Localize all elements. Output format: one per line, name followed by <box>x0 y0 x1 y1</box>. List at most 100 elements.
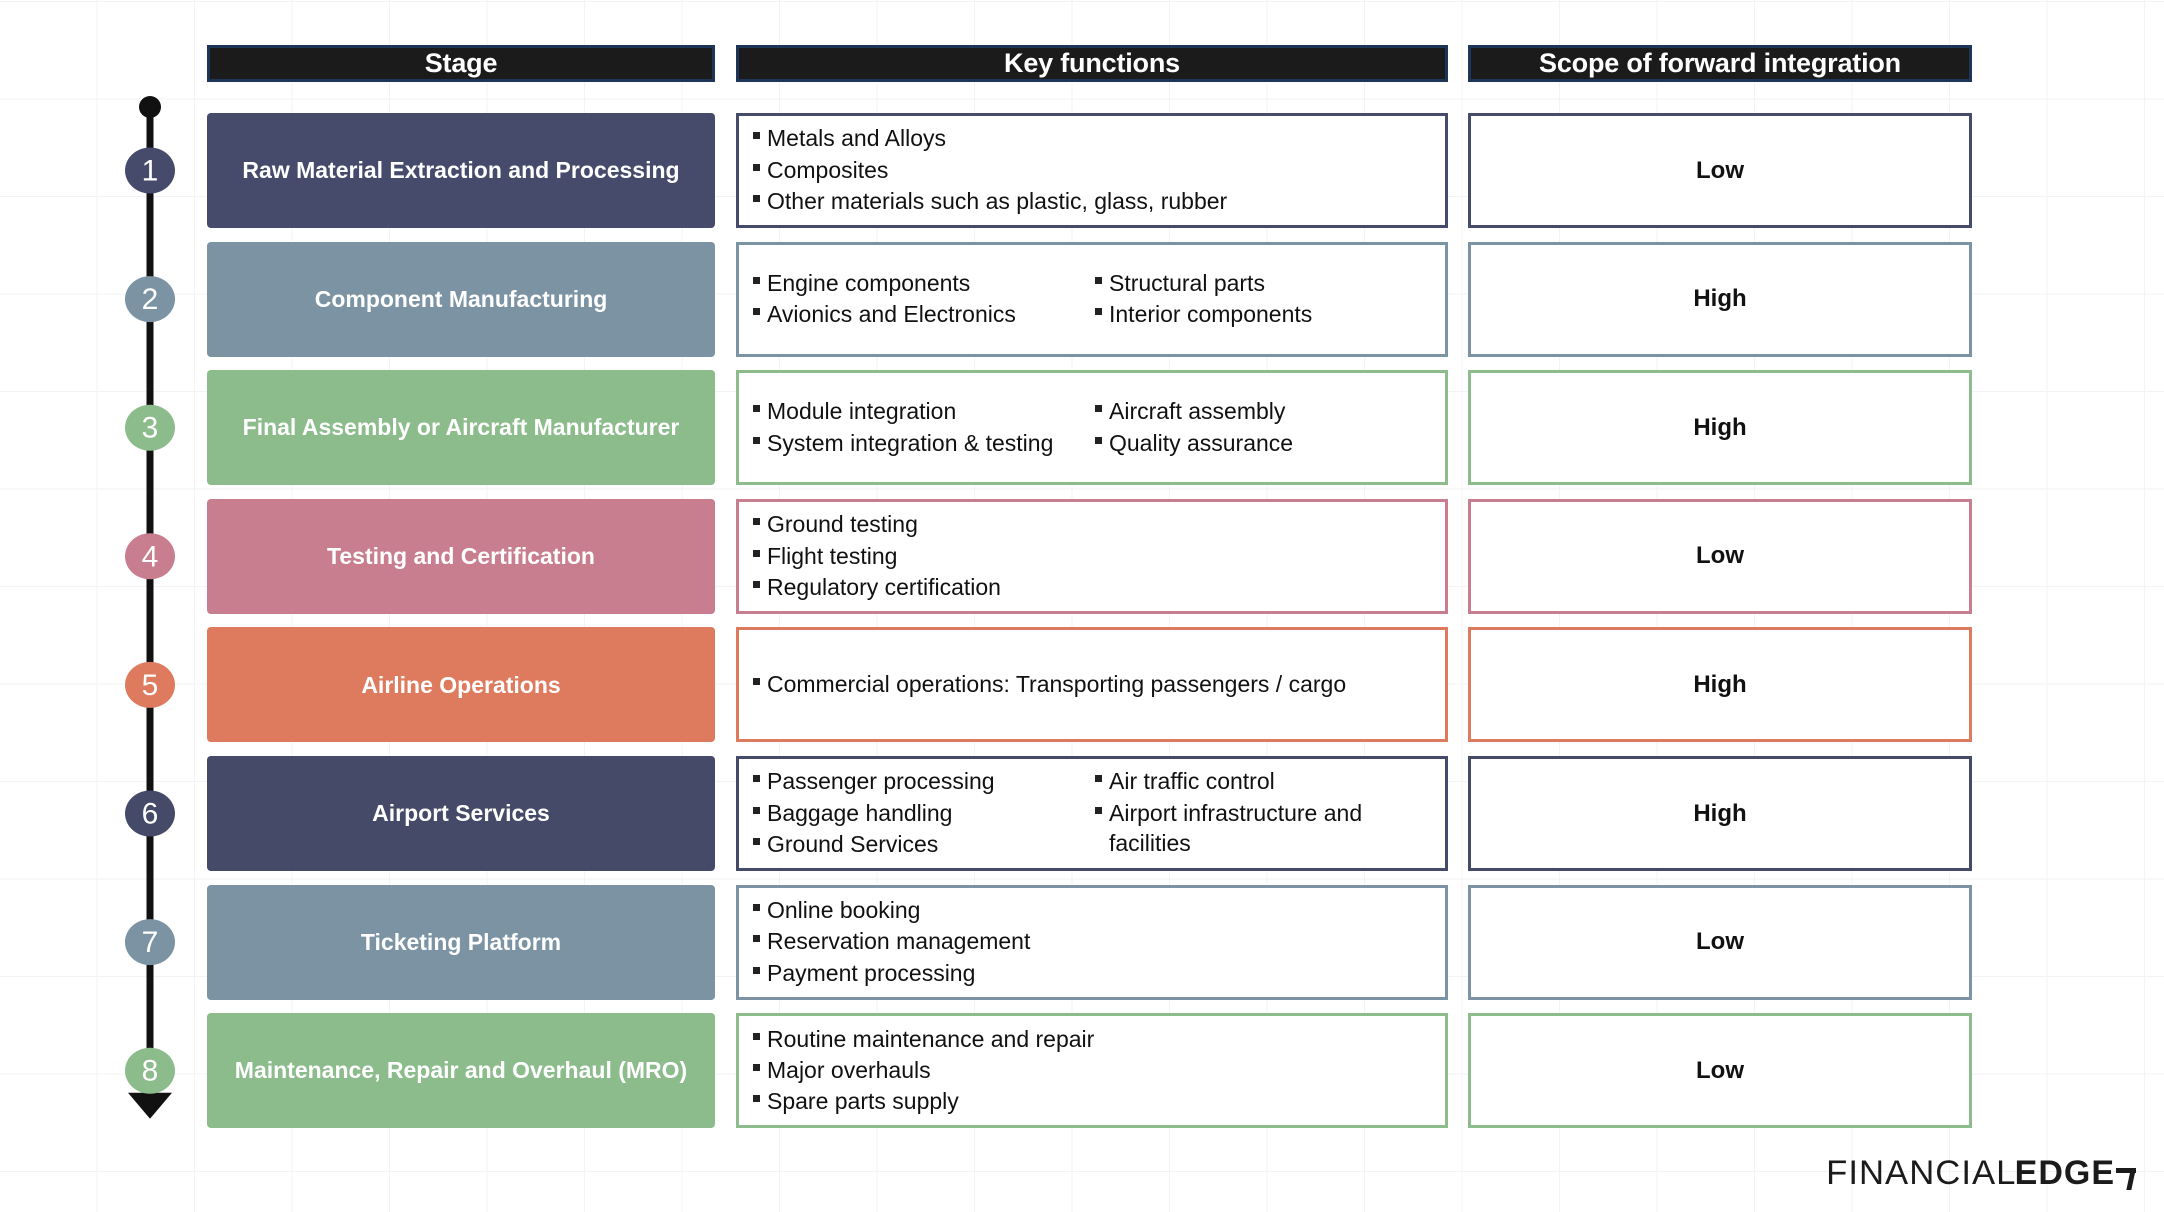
stage-number-badge[interactable] <box>125 276 175 323</box>
list-item: Module integration <box>751 396 1093 427</box>
bullet-square-icon <box>753 838 760 846</box>
stage-number-label: 1 <box>142 155 159 188</box>
stage-label-box[interactable]: Maintenance, Repair and Overhaul (MRO) <box>207 1013 715 1129</box>
corner-mark-icon <box>2116 1168 2136 1190</box>
list-item-label: Commercial operations: Transporting pass… <box>767 671 1347 698</box>
list-item: Interior components <box>1093 299 1435 330</box>
list-item: Air traffic control <box>1093 766 1435 797</box>
stage-number-label: 4 <box>142 540 159 573</box>
list-item: Other materials such as plastic, glass, … <box>751 186 1435 217</box>
bullet-square-icon <box>753 1095 760 1103</box>
list-item: Quality assurance <box>1093 428 1435 459</box>
column-header-scope: Scope of forward integration <box>1468 45 1972 82</box>
bullet-square-icon <box>753 436 760 444</box>
list-item: Commercial operations: Transporting pass… <box>751 669 1435 700</box>
bullet-square-icon <box>753 904 760 912</box>
list-item: Airport infrastructure and facilities <box>1093 798 1435 860</box>
bullet-square-icon <box>1095 308 1102 316</box>
list-item: Baggage handling <box>751 798 1093 829</box>
bullet-square-icon <box>753 549 760 557</box>
key-functions-column: Commercial operations: Transporting pass… <box>751 669 1435 700</box>
bullet-square-icon <box>753 308 760 316</box>
list-item: Online booking <box>751 895 1435 926</box>
logo-word-edge: EDGE <box>2014 1154 2115 1192</box>
stage-label-box[interactable]: Component Manufacturing <box>207 241 715 357</box>
timeline-arrow-icon <box>128 1092 172 1119</box>
stage-row: Raw Material Extraction and Processing Me… <box>0 113 2164 228</box>
bullet-square-icon <box>753 276 760 284</box>
bullet-square-icon <box>753 775 760 783</box>
bullet-square-icon <box>753 966 760 974</box>
stage-timeline: 1 2 3 4 5 6 7 8 <box>125 96 175 1119</box>
list-item-label: Ground testing <box>767 511 918 538</box>
list-item-label: Baggage handling <box>767 799 953 826</box>
stage-number-label: 6 <box>142 798 159 831</box>
list-item-label: Other materials such as plastic, glass, … <box>767 188 1228 215</box>
stage-label-box[interactable]: Ticketing Platform <box>207 884 715 1000</box>
stage-number-label: 7 <box>142 926 159 959</box>
stage-row: Maintenance, Repair and Overhaul (MRO) Ro… <box>0 1013 2164 1129</box>
stage-number-badge[interactable] <box>125 790 175 837</box>
stage-number-label: 3 <box>142 412 159 445</box>
stage-number-badge[interactable] <box>125 919 175 966</box>
list-item-label: Reservation management <box>767 928 1031 955</box>
stage-label-box[interactable]: Airport Services <box>207 756 715 871</box>
scope-value-box: High <box>1468 370 1972 486</box>
list-item: Major overhauls <box>751 1055 1435 1086</box>
timeline-start-dot <box>139 96 161 118</box>
bullet-square-icon <box>753 518 760 526</box>
list-item: Ground testing <box>751 509 1435 540</box>
stage-number-label: 8 <box>142 1055 159 1088</box>
list-item-label: Quality assurance <box>1109 429 1294 456</box>
list-item-label: Flight testing <box>767 542 898 569</box>
list-item-label: Payment processing <box>767 959 976 986</box>
stage-number-badge[interactable] <box>125 404 175 451</box>
list-item-label: Metals and Alloys <box>767 125 946 152</box>
stage-number-badge[interactable] <box>125 147 175 194</box>
list-item-label: Structural parts <box>1109 269 1265 296</box>
list-item-label: Interior components <box>1109 301 1313 328</box>
list-item-label: Passenger processing <box>767 768 995 795</box>
bullet-square-icon <box>753 580 760 588</box>
stage-label-box[interactable]: Final Assembly or Aircraft Manufacturer <box>207 370 715 486</box>
list-item-label: Air traffic control <box>1109 768 1275 795</box>
list-item: Flight testing <box>751 541 1435 572</box>
key-functions-box: Commercial operations: Transporting pass… <box>736 627 1448 743</box>
stage-number-badge[interactable] <box>125 1047 175 1094</box>
list-item-label: Ground Services <box>767 831 939 858</box>
list-item-label: Aircraft assembly <box>1109 398 1286 425</box>
stage-number-badge[interactable] <box>125 533 175 580</box>
list-item: Avionics and Electronics <box>751 299 1093 330</box>
bullet-square-icon <box>1095 276 1102 284</box>
logo-word-financial: FINANCIAL <box>1826 1154 2017 1192</box>
list-item-label: System integration & testing <box>767 429 1054 456</box>
stage-number-badge[interactable] <box>125 661 175 708</box>
bullet-square-icon <box>753 195 760 203</box>
bullet-square-icon <box>1095 436 1102 444</box>
stage-number-label: 2 <box>142 283 159 316</box>
stage-number-label: 5 <box>142 669 159 702</box>
stage-label-box[interactable]: Raw Material Extraction and Processing <box>207 113 715 228</box>
list-item-label: Module integration <box>767 398 957 425</box>
list-item-label: Composites <box>767 156 889 183</box>
bullet-square-icon <box>1095 806 1102 814</box>
stage-label-box[interactable]: Airline Operations <box>207 627 715 743</box>
stage-label-box[interactable]: Testing and Certification <box>207 498 715 614</box>
list-item: Routine maintenance and repair <box>751 1024 1435 1055</box>
